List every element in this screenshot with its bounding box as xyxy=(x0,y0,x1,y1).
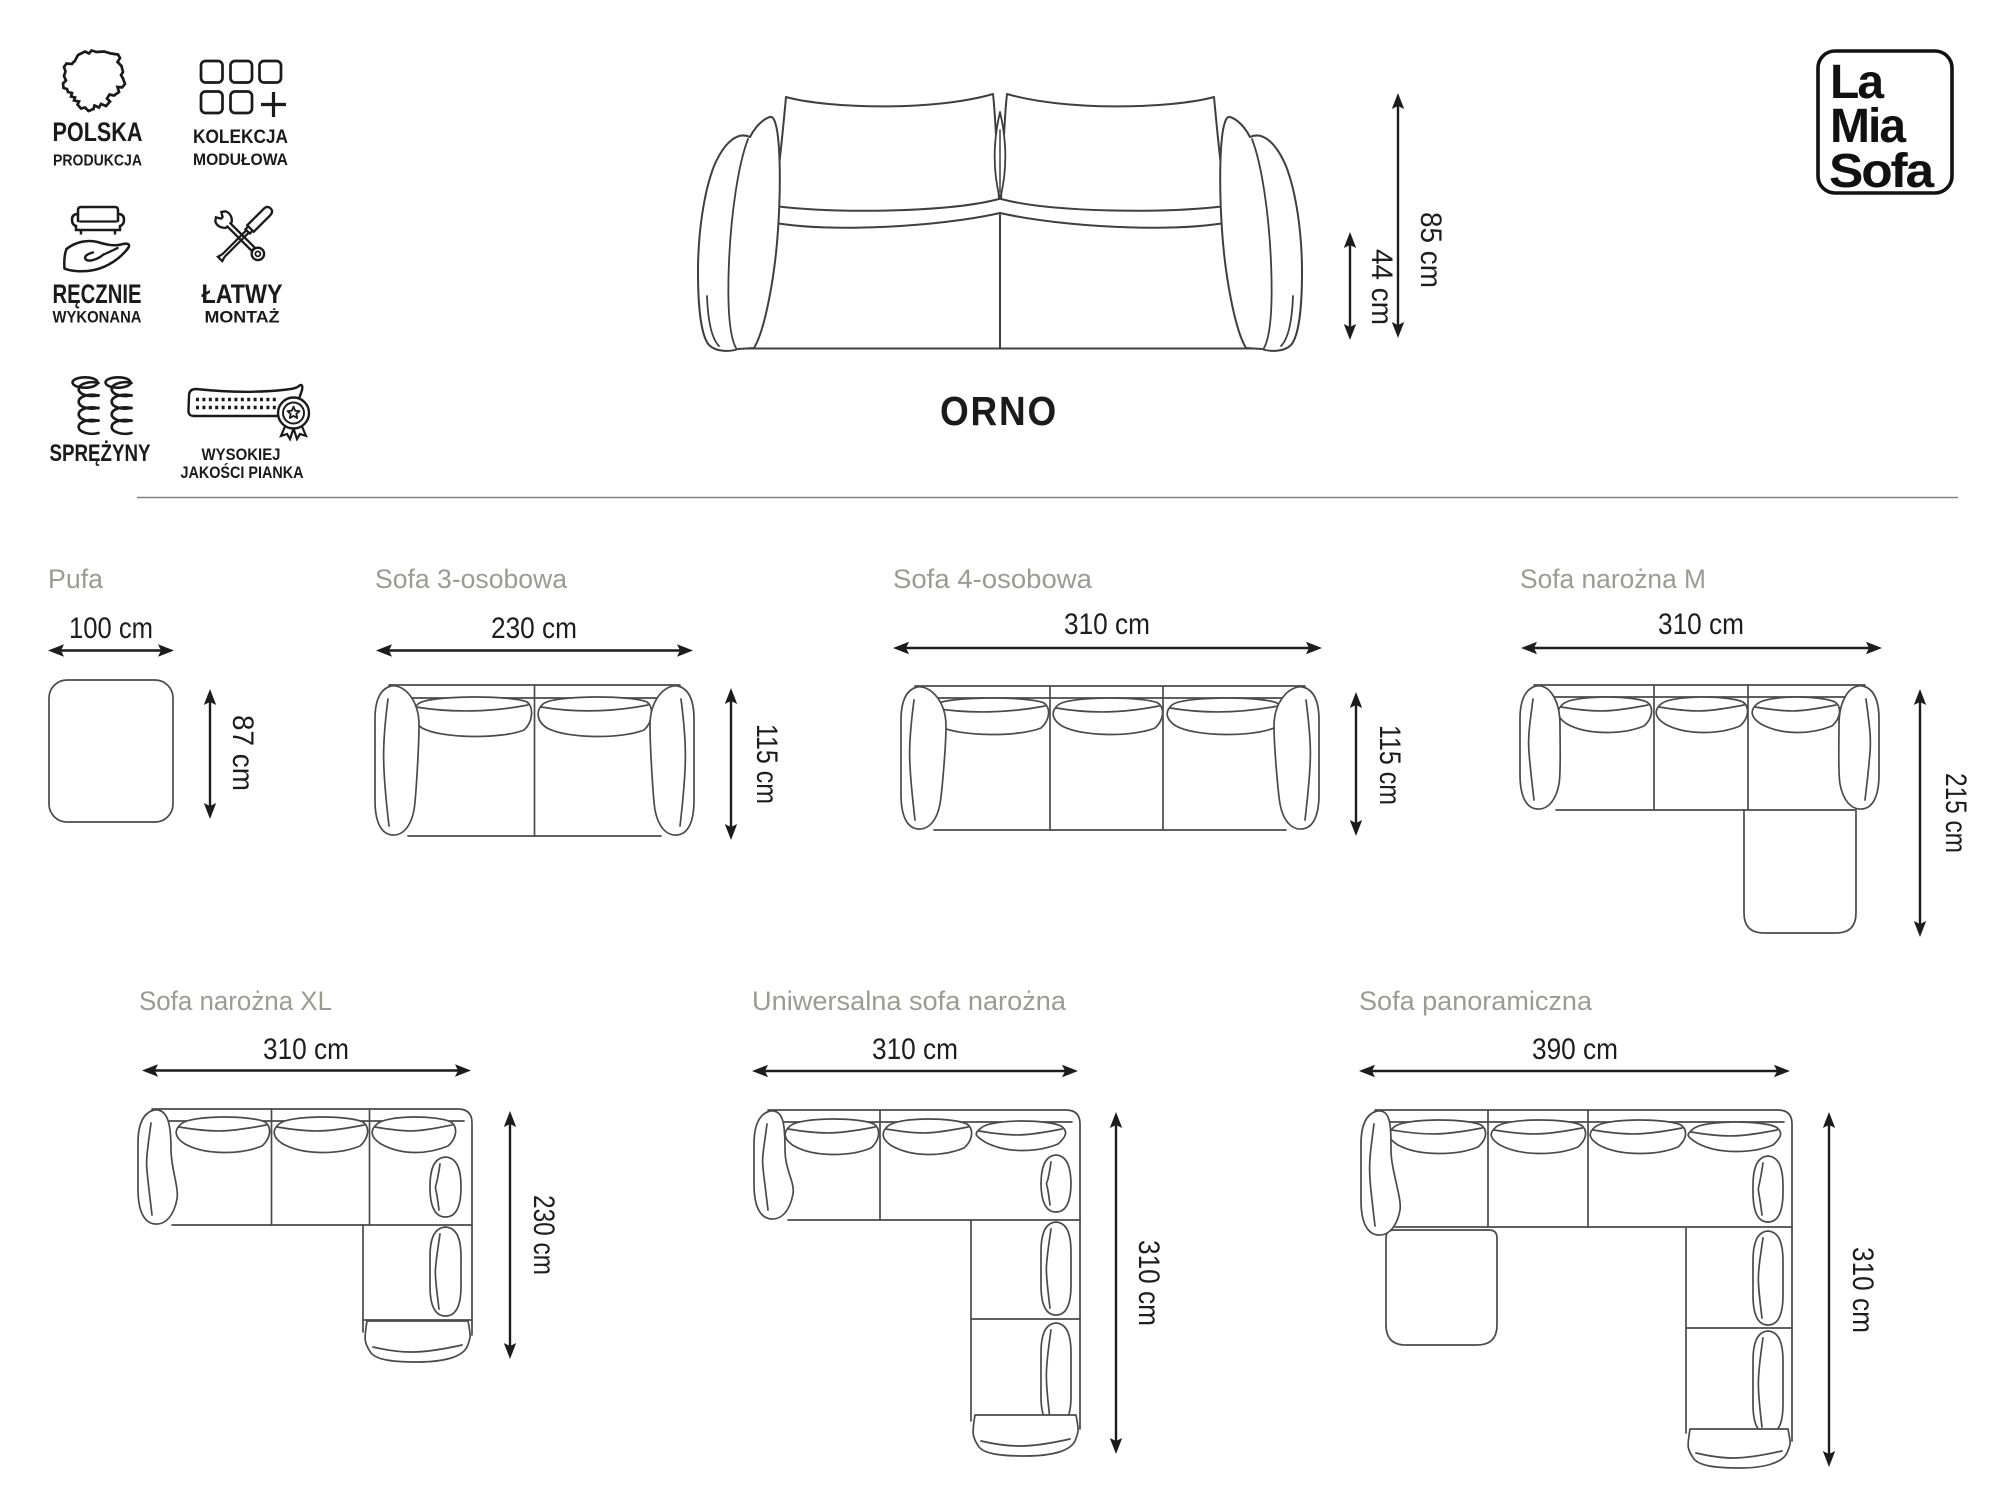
svg-text:Sofa: Sofa xyxy=(1829,145,1934,198)
svg-text:310 cm: 310 cm xyxy=(1658,608,1744,641)
svg-text:WYSOKIEJ: WYSOKIEJ xyxy=(202,446,281,464)
svg-text:85 cm: 85 cm xyxy=(1414,212,1447,288)
svg-text:POLSKA: POLSKA xyxy=(53,117,143,147)
svg-text:Sofa panoramiczna: Sofa panoramiczna xyxy=(1359,986,1593,1016)
svg-text:44 cm: 44 cm xyxy=(1365,249,1398,325)
svg-text:310 cm: 310 cm xyxy=(1846,1247,1879,1333)
svg-text:115 cm: 115 cm xyxy=(750,724,783,804)
svg-text:Uniwersalna sofa narożna: Uniwersalna sofa narożna xyxy=(752,986,1067,1016)
svg-text:230 cm: 230 cm xyxy=(491,612,577,645)
svg-text:230 cm: 230 cm xyxy=(527,1195,560,1275)
svg-text:Sofa narożna XL: Sofa narożna XL xyxy=(139,986,332,1016)
svg-text:SPRĘŻYNY: SPRĘŻYNY xyxy=(50,440,151,467)
svg-text:310 cm: 310 cm xyxy=(263,1033,349,1066)
svg-text:Sofa narożna M: Sofa narożna M xyxy=(1520,564,1706,594)
svg-text:MODUŁOWA: MODUŁOWA xyxy=(193,151,288,169)
svg-text:KOLEKCJA: KOLEKCJA xyxy=(193,126,288,148)
svg-text:115 cm: 115 cm xyxy=(1373,725,1406,805)
svg-text:Sofa 3-osobowa: Sofa 3-osobowa xyxy=(375,564,568,594)
svg-text:Pufa: Pufa xyxy=(48,564,104,594)
svg-text:Sofa 4-osobowa: Sofa 4-osobowa xyxy=(893,564,1093,594)
svg-text:MONTAŻ: MONTAŻ xyxy=(205,308,280,327)
svg-text:87 cm: 87 cm xyxy=(226,715,259,791)
svg-text:310 cm: 310 cm xyxy=(1064,608,1150,641)
svg-text:215 cm: 215 cm xyxy=(1939,773,1972,853)
svg-text:390 cm: 390 cm xyxy=(1532,1033,1618,1066)
svg-text:310 cm: 310 cm xyxy=(1132,1240,1165,1326)
svg-text:Mia: Mia xyxy=(1830,100,1906,153)
svg-text:WYKONANA: WYKONANA xyxy=(53,309,142,327)
svg-text:ŁATWY: ŁATWY xyxy=(202,279,283,309)
svg-text:La: La xyxy=(1830,56,1884,109)
svg-text:100 cm: 100 cm xyxy=(69,612,153,645)
svg-text:ORNO: ORNO xyxy=(940,388,1058,434)
svg-text:PRODUKCJA: PRODUKCJA xyxy=(53,153,142,170)
svg-text:310 cm: 310 cm xyxy=(872,1033,958,1066)
svg-text:RĘCZNIE: RĘCZNIE xyxy=(53,279,142,309)
svg-text:JAKOŚCI PIANKA: JAKOŚCI PIANKA xyxy=(181,463,304,482)
